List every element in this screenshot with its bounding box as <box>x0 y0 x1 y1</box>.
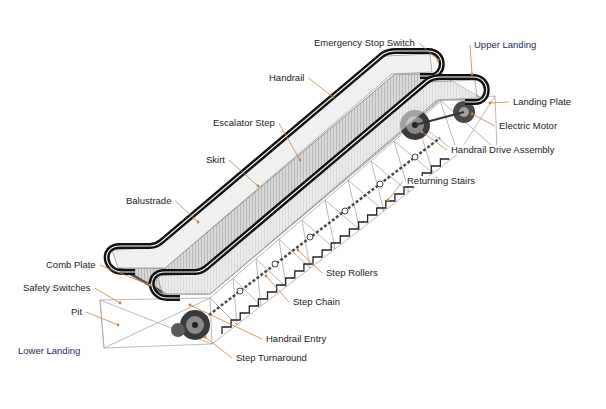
leader-line <box>472 114 495 126</box>
handrail-band <box>152 77 487 298</box>
part-label: Skirt <box>205 155 226 166</box>
leader-dot <box>489 102 492 105</box>
leader-line <box>175 201 198 222</box>
truss-brace <box>233 278 261 306</box>
truss-brace <box>104 298 210 348</box>
truss-brace <box>233 278 237 325</box>
truss-brace <box>371 161 384 211</box>
leader-dot <box>197 221 200 224</box>
part-label: Step Chain <box>292 297 341 308</box>
leader-dot <box>149 284 152 287</box>
leader-dot <box>471 113 474 116</box>
leader-line <box>419 43 438 60</box>
part-label: Returning Stairs <box>406 176 476 187</box>
leader-line <box>490 102 509 103</box>
leader-line <box>229 160 258 186</box>
leader-dot <box>299 159 302 162</box>
step-roller <box>237 288 243 294</box>
part-label: Pit <box>70 307 83 318</box>
leader-dot <box>387 199 390 202</box>
handrail-highlight <box>152 77 487 298</box>
leader-dot <box>257 185 260 188</box>
truss-brace <box>302 220 335 249</box>
step-turnaround-wheel <box>171 310 210 340</box>
leader-dot <box>437 59 440 62</box>
handrail-entry-wheel <box>171 323 185 337</box>
part-label: Landing Plate <box>512 97 572 108</box>
lower-truss-box <box>100 298 212 348</box>
step-roller <box>377 181 383 187</box>
leader-line <box>422 132 447 150</box>
part-label: Escalator Step <box>212 118 276 129</box>
wheel <box>186 316 204 334</box>
step-roller <box>307 234 313 240</box>
leader-dot <box>204 336 207 339</box>
truss-brace <box>279 239 286 287</box>
leader-dot <box>119 302 122 305</box>
leader-dot <box>332 96 335 99</box>
leader-line <box>388 181 403 200</box>
part-label: Electric Motor <box>498 121 558 132</box>
step-roller <box>412 154 418 160</box>
leader-dot <box>421 131 424 134</box>
leader-dot <box>117 324 120 327</box>
leader-line <box>86 312 118 325</box>
truss-brace <box>256 259 286 287</box>
wheel <box>180 310 210 340</box>
part-label: Safety Switches <box>22 283 92 294</box>
leader-line <box>470 45 472 74</box>
part-label: Handrail Drive Assembly <box>450 145 555 156</box>
part-label: Step Turnaround <box>235 353 308 364</box>
truss-brace <box>100 300 104 348</box>
step-roller <box>272 261 278 267</box>
front-side <box>152 77 487 298</box>
part-label: Emergency Stop Switch <box>313 38 416 49</box>
part-label: Balustrade <box>125 196 172 207</box>
part-label: Handrail Entry <box>265 334 327 345</box>
leader-line <box>205 337 232 358</box>
leader-line <box>298 250 322 273</box>
landing-label: Upper Landing <box>473 40 537 51</box>
drive-belt <box>415 112 464 125</box>
part-label: Handrail <box>268 73 305 84</box>
part-label: Comb Plate <box>45 260 97 271</box>
leader-dot <box>265 275 268 278</box>
leader-line <box>100 265 150 285</box>
leader-dot <box>471 73 474 76</box>
part-label: Step Rollers <box>325 268 379 279</box>
leader-dot <box>189 304 192 307</box>
leader-dot <box>297 249 300 252</box>
landing-label: Lower Landing <box>17 346 81 357</box>
leader-line <box>190 305 262 339</box>
front-balustrade <box>157 80 477 294</box>
step-roller <box>342 208 348 214</box>
leader-line <box>308 78 333 97</box>
wheel <box>192 322 198 328</box>
leader-line <box>266 276 289 302</box>
leader-line <box>279 123 300 160</box>
leader-line <box>95 288 120 303</box>
truss-brace <box>440 100 497 150</box>
truss-brace <box>100 300 212 344</box>
